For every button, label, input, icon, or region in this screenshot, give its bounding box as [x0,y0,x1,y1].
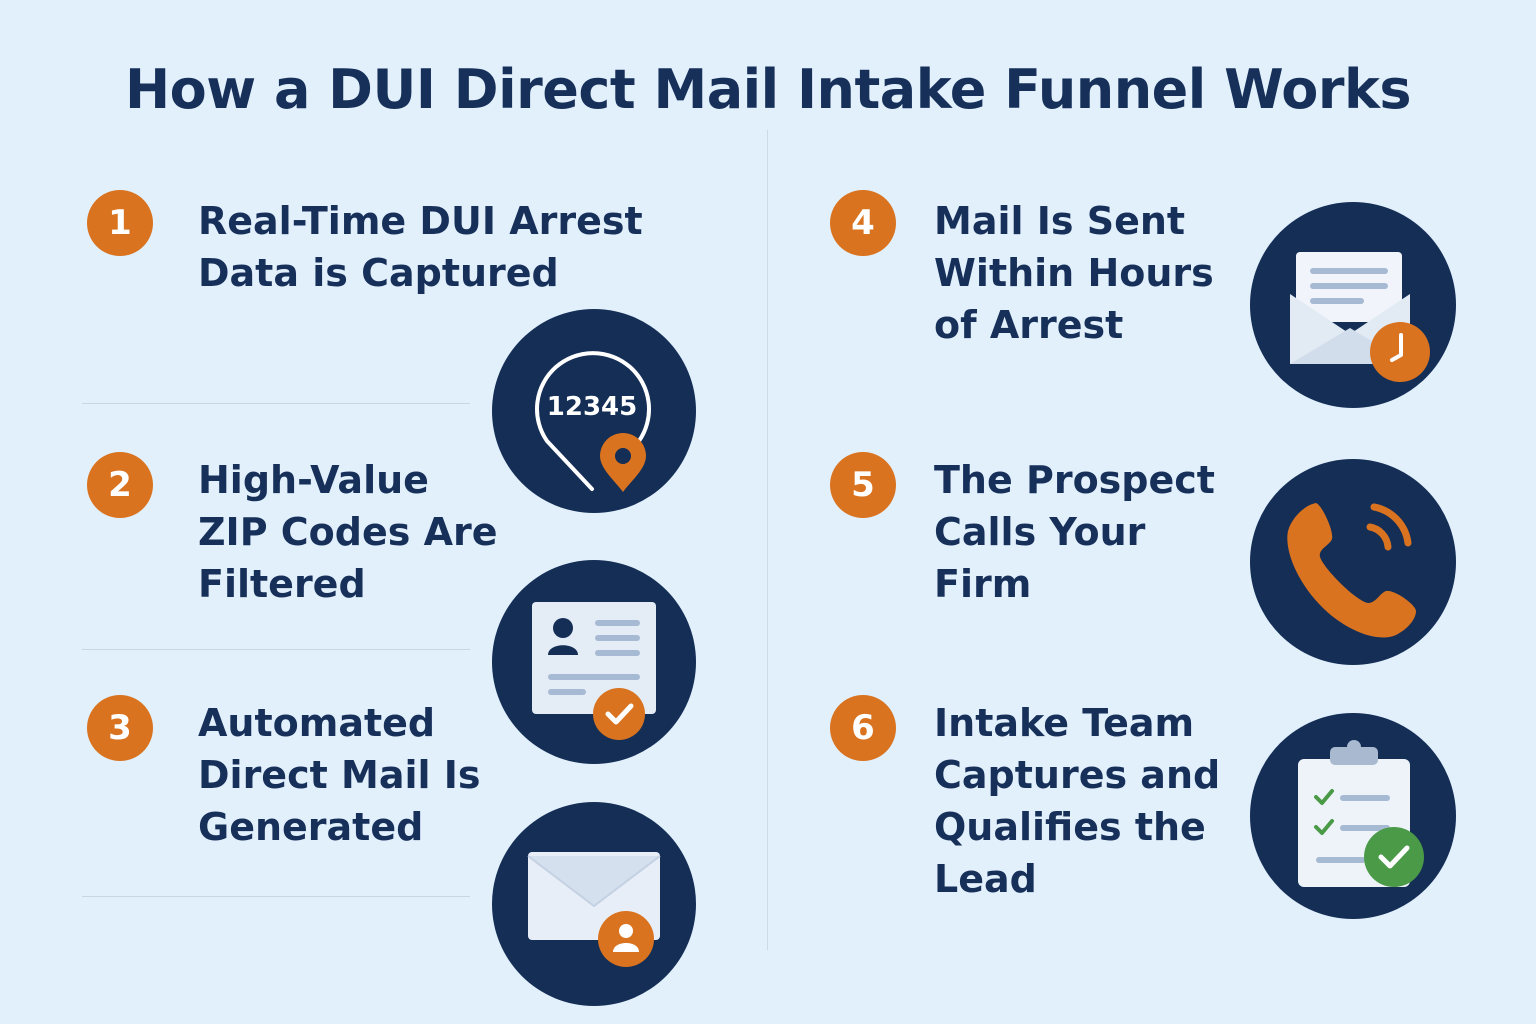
row-divider [82,896,470,897]
step-2-line-1: High-Value [198,458,429,502]
step-5-label: The Prospect Calls Your Firm [934,454,1215,610]
step-3-label: Automated Direct Mail Is Generated [198,697,481,853]
step-6-line-4: Lead [934,857,1037,901]
step-4-number-badge: 4 [830,190,896,256]
step-6-number-badge: 6 [830,695,896,761]
step-3-line-1: Automated [198,701,436,745]
step-3-number-badge: 3 [87,695,153,761]
step-2-line-3: Filtered [198,562,366,606]
step-4-line-3: of Arrest [934,303,1124,347]
step-2-number-badge: 2 [87,452,153,518]
step-2-line-2: ZIP Codes Are [198,510,498,554]
step-4-line-2: Within Hours [934,251,1214,295]
map-pin-zip-icon: 12345 [492,309,696,513]
step-1-number-badge: 1 [87,190,153,256]
step-5-line-2: Calls Your [934,510,1146,554]
step-3-line-2: Direct Mail Is [198,753,481,797]
step-6-label: Intake Team Captures and Qualifies the L… [934,697,1220,905]
column-divider [767,130,768,950]
step-5-line-3: Firm [934,562,1032,606]
envelope-person-icon [492,802,696,1006]
zip-code-text: 12345 [547,392,637,422]
step-5-number-badge: 5 [830,452,896,518]
step-2-label: High-Value ZIP Codes Are Filtered [198,454,498,610]
step-1-label: Real-Time DUI Arrest Data is Captured [198,195,643,299]
phone-call-icon [1250,459,1456,665]
step-5-line-1: The Prospect [934,458,1215,502]
row-divider [82,403,470,404]
step-4-label: Mail Is Sent Within Hours of Arrest [934,195,1214,351]
row-divider [82,649,470,650]
profile-card-check-icon [492,560,696,764]
step-4-line-1: Mail Is Sent [934,199,1186,243]
envelope-clock-icon [1250,202,1456,408]
step-6-line-1: Intake Team [934,701,1195,745]
clipboard-check-icon [1250,713,1456,919]
step-1-line-1: Real-Time DUI Arrest [198,199,643,243]
page-title: How a DUI Direct Mail Intake Funnel Work… [124,58,1412,121]
step-3-line-3: Generated [198,805,424,849]
step-6-line-2: Captures and [934,753,1221,797]
step-1-line-2: Data is Captured [198,251,559,295]
step-6-line-3: Qualifies the [934,805,1206,849]
